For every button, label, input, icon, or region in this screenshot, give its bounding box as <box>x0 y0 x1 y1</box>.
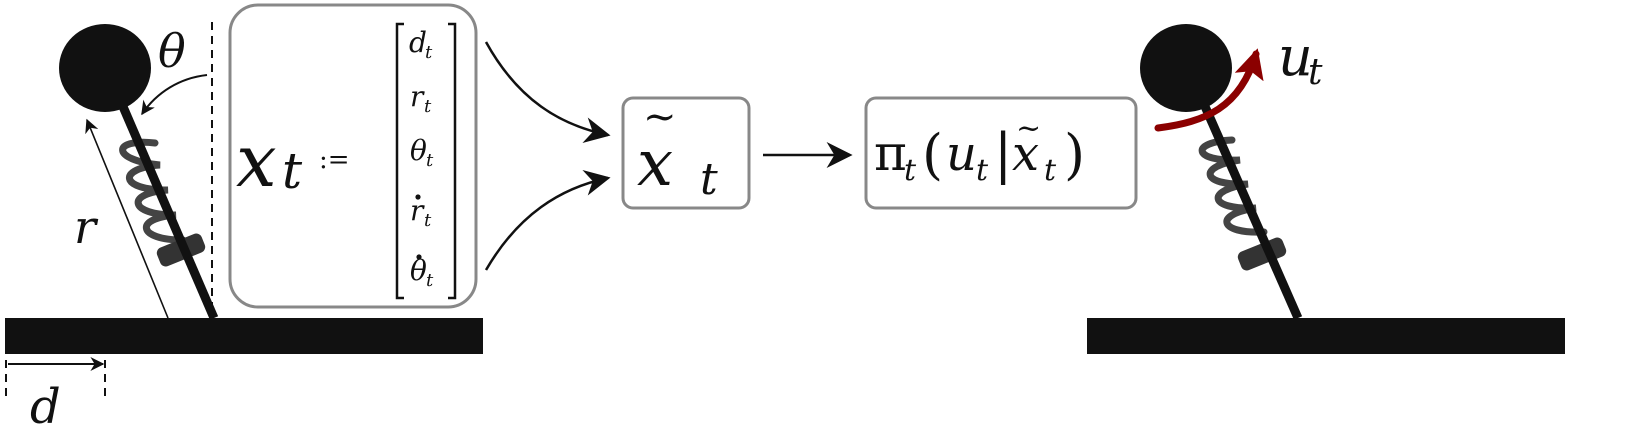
entry-sub: t <box>425 42 433 63</box>
right-ground <box>1087 318 1565 354</box>
arrow-state-to-feature-bottom <box>484 170 611 271</box>
state-entry-theta: θ t <box>410 134 434 171</box>
entry-symbol: θ <box>410 254 427 287</box>
entry-symbol: d <box>409 26 427 59</box>
state-box: x t := d t r t θ t r t θ <box>228 3 478 309</box>
state-lhs: x <box>236 119 277 203</box>
entry-sub: t <box>424 96 432 117</box>
action-torque-arrow <box>1154 48 1264 132</box>
policy-open-paren: ( <box>922 123 943 186</box>
right-spring-collar <box>1237 237 1287 271</box>
action-sub: t <box>1308 52 1323 93</box>
feature-box-frame <box>621 96 751 210</box>
state-entry-r: r t <box>410 80 432 117</box>
policy-box-frame <box>864 96 1138 210</box>
policy-x: x <box>1012 126 1039 182</box>
feature-accent: ~ <box>643 94 677 140</box>
feature-symbol: x <box>637 127 673 201</box>
right-spring <box>1198 136 1268 236</box>
d-label: d <box>30 379 61 435</box>
entry-sub: t <box>424 210 432 231</box>
policy-u: u <box>946 126 977 182</box>
state-box-frame <box>228 3 478 309</box>
r-label: r <box>74 200 99 254</box>
entry-symbol: θ <box>410 134 427 167</box>
policy-bar: | <box>994 122 1012 185</box>
state-entry-r-dot: r t <box>410 194 432 231</box>
dot-accent <box>415 194 421 200</box>
state-lhs-sub: t <box>282 142 303 200</box>
entry-symbol: r <box>410 194 425 227</box>
policy-close-paren: ) <box>1064 123 1085 186</box>
state-entry-d: d t <box>409 26 433 63</box>
theta-angle-arrow <box>141 74 208 116</box>
dot-accent <box>416 254 422 260</box>
policy-pi-sub: t <box>904 153 917 188</box>
left-ground <box>5 318 483 354</box>
state-entry-theta-dot: θ t <box>410 254 434 291</box>
policy-u-sub: t <box>976 153 989 188</box>
feature-box: ~ x t <box>621 94 751 210</box>
right-leg <box>1195 93 1303 320</box>
policy-pi: π <box>874 124 907 182</box>
policy-x-accent: ~ <box>1016 111 1041 146</box>
matrix-left-bracket <box>395 22 404 300</box>
entry-sub: t <box>426 150 434 171</box>
matrix-right-bracket <box>448 22 457 300</box>
state-vector: d t r t θ t r t θ t <box>409 26 434 291</box>
action-label: u <box>1278 25 1313 88</box>
assign-symbol: := <box>319 145 350 175</box>
left-body <box>59 24 151 112</box>
left-leg <box>113 93 219 320</box>
right-body <box>1140 24 1232 112</box>
arrow-state-to-feature-top <box>484 41 611 143</box>
length-r-arrow <box>85 118 169 319</box>
entry-sub: t <box>426 270 434 291</box>
theta-label: θ <box>158 24 186 78</box>
policy-x-sub: t <box>1044 153 1057 188</box>
left-robot: θ r d <box>5 22 483 435</box>
policy-box: π t ( u t | ~ x t ) <box>864 96 1138 210</box>
right-robot: u t <box>1087 24 1565 354</box>
feature-sub: t <box>700 154 718 205</box>
entry-symbol: r <box>410 80 425 113</box>
left-spring <box>119 138 187 244</box>
